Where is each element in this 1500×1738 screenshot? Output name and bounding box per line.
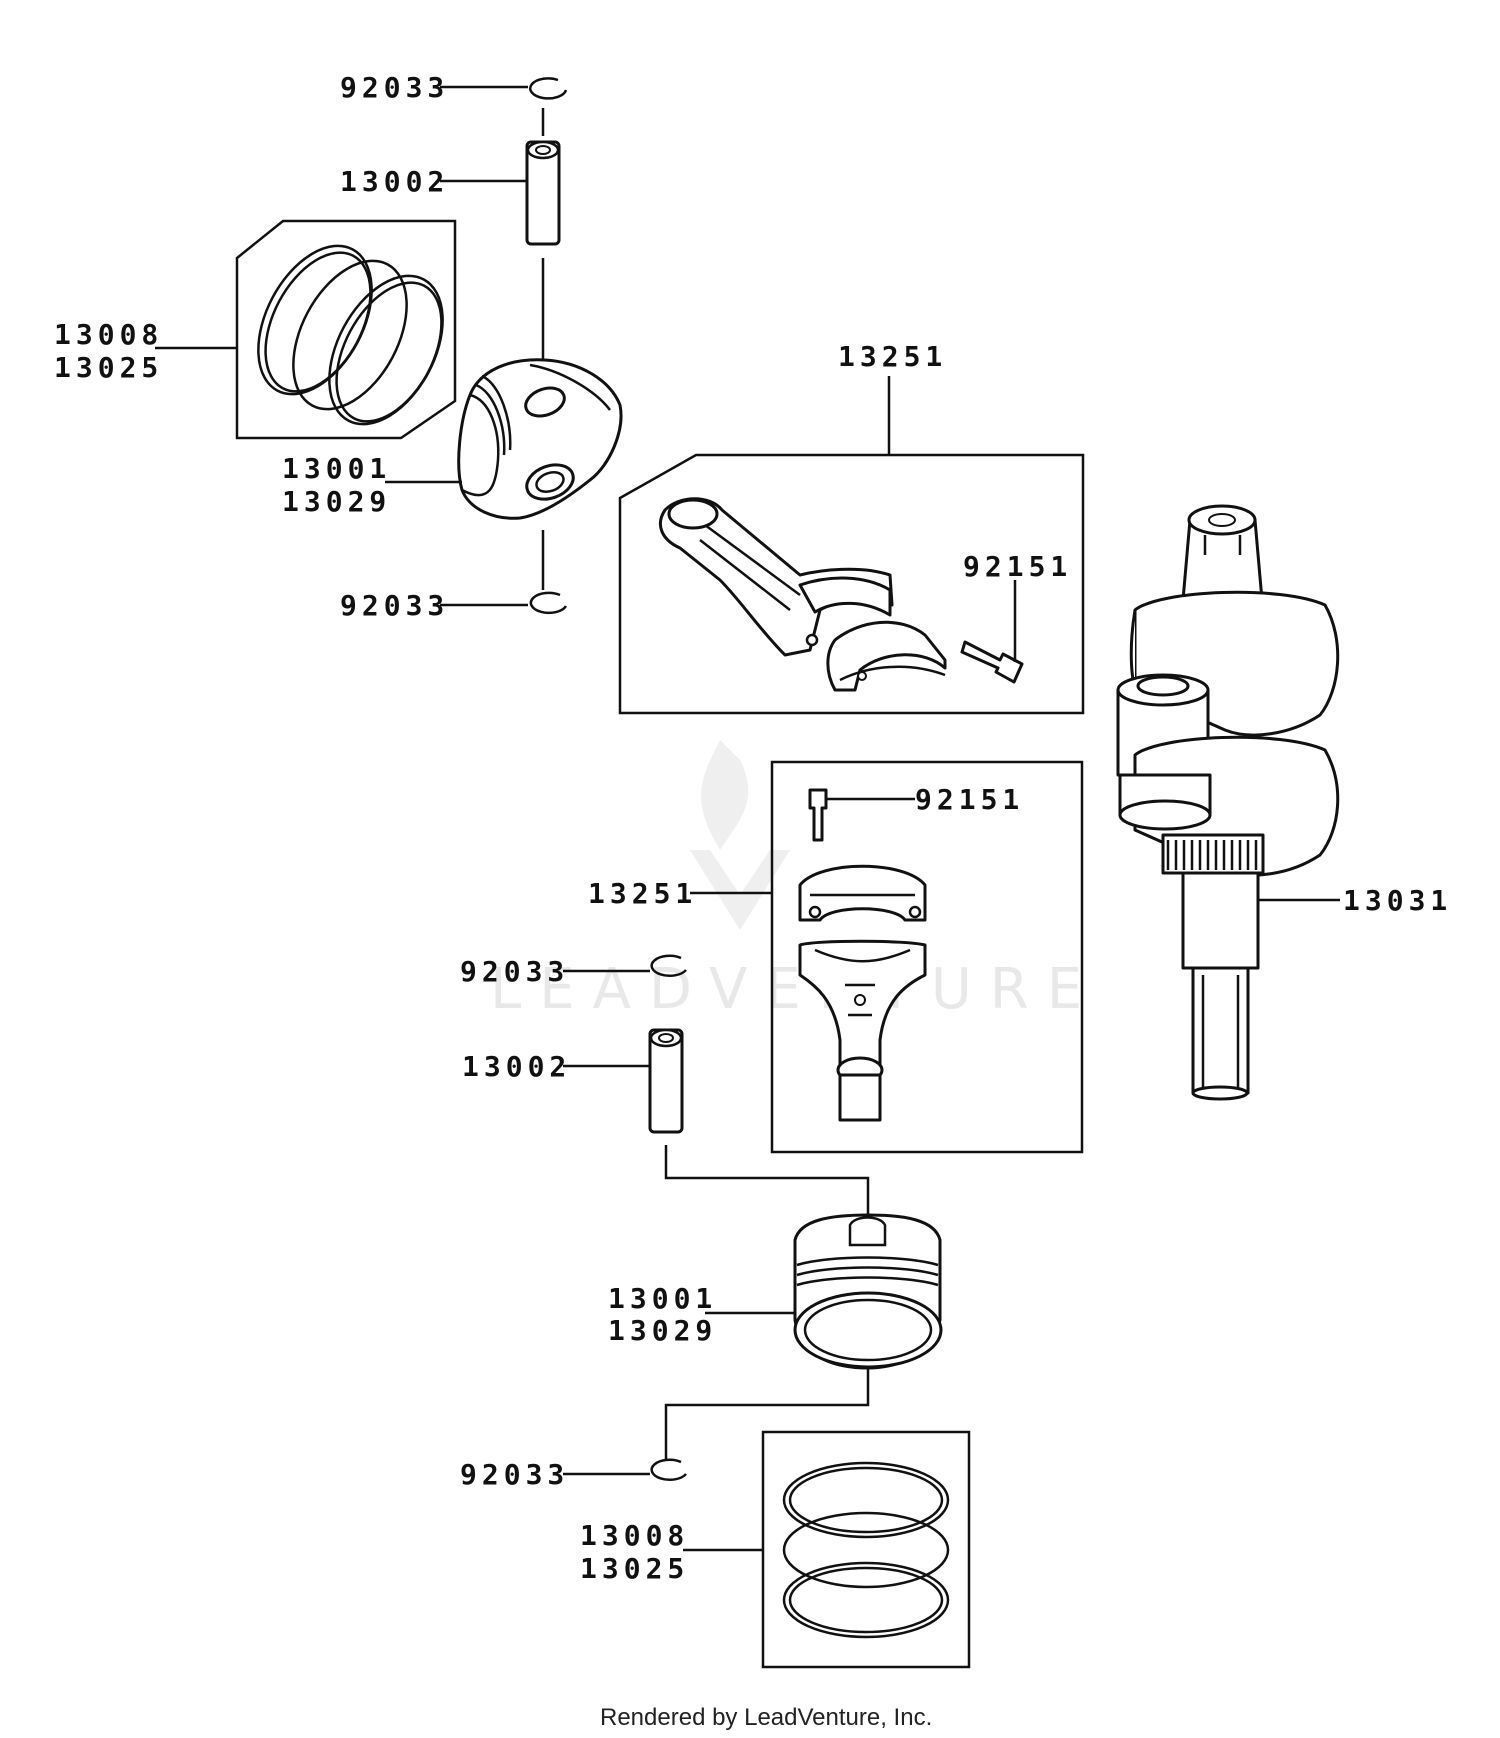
label-top-bolt: 92151 xyxy=(963,550,1072,583)
top-ring-set-box xyxy=(155,219,457,440)
top-piston-pin xyxy=(440,140,561,246)
bottom-ring-set-box xyxy=(683,1430,971,1669)
label-top-rod: 13251 xyxy=(838,340,947,373)
label-top-piston-a: 13001 xyxy=(282,452,391,485)
label-bottom-bolt: 92151 xyxy=(915,783,1024,816)
label-bottom-rod: 13251 xyxy=(588,877,697,910)
top-clip-upper xyxy=(440,77,568,100)
top-piston xyxy=(385,358,623,520)
bottom-clip-lower xyxy=(563,1458,687,1482)
footer-credit: Rendered by LeadVenture, Inc. xyxy=(600,1704,932,1731)
bottom-piston-pin xyxy=(563,1028,684,1134)
label-bottom-pin: 13002 xyxy=(462,1050,571,1083)
label-crankshaft: 13031 xyxy=(1343,884,1452,917)
crankshaft xyxy=(1116,504,1340,1101)
bottom-piston xyxy=(705,1213,943,1370)
label-top-pin: 13002 xyxy=(340,165,449,198)
label-top-rings-a: 13008 xyxy=(54,318,163,351)
label-bottom-rings-a: 13008 xyxy=(580,1519,689,1552)
label-bottom-clip-upper: 92033 xyxy=(460,955,569,988)
label-bottom-piston-a: 13001 xyxy=(608,1282,717,1315)
label-bottom-rings-b: 13025 xyxy=(580,1552,689,1585)
label-bottom-piston-b: 13029 xyxy=(608,1314,717,1347)
bottom-clip-upper xyxy=(563,954,687,978)
bottom-connecting-rod-box xyxy=(690,760,1084,1154)
top-clip-lower xyxy=(440,591,568,615)
label-bottom-clip-lower: 92033 xyxy=(460,1458,569,1491)
top-connecting-rod-box xyxy=(618,453,1085,715)
watermark: LEADVENTURE xyxy=(490,740,1100,1022)
label-top-piston-b: 13029 xyxy=(282,485,391,518)
label-top-clip-lower: 92033 xyxy=(340,589,449,622)
label-top-rings-b: 13025 xyxy=(54,351,163,384)
label-top-clip-upper: 92033 xyxy=(340,71,449,104)
watermark-text: LEADVENTURE xyxy=(490,957,1100,1022)
